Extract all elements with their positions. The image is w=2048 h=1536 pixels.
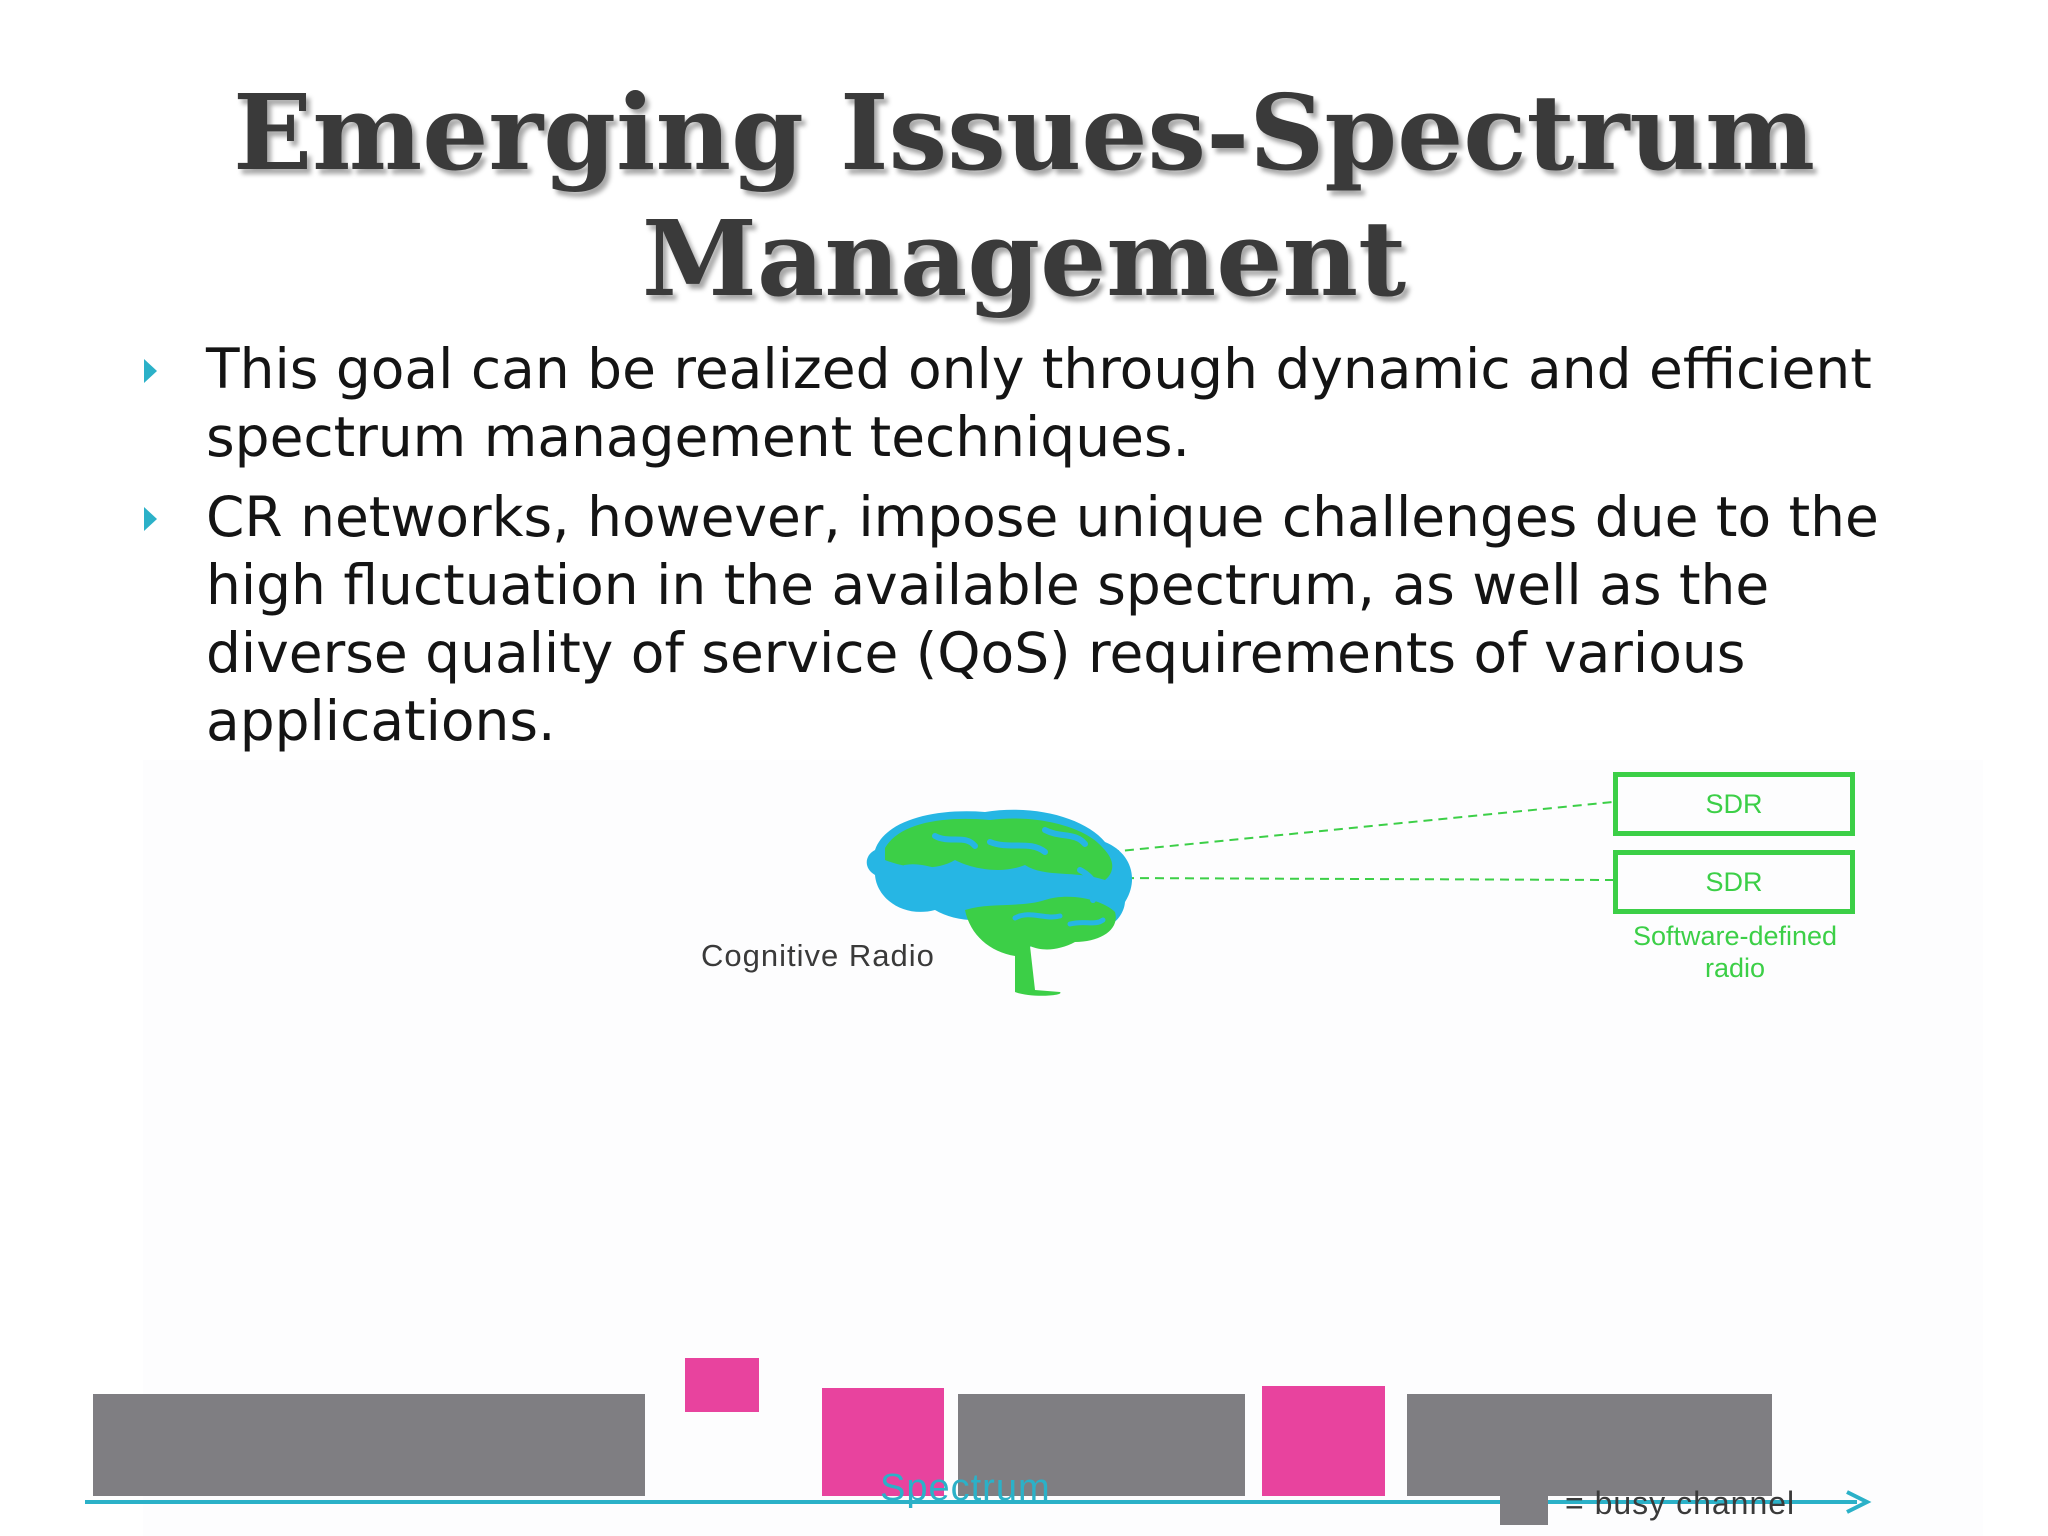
spectrum-opportunity-block: [822, 1388, 944, 1496]
spectrum-opportunity-block: [685, 1358, 759, 1412]
legend-text: = busy channel: [1565, 1485, 1796, 1521]
spectrum-axis-label: Spectrum: [880, 1467, 1051, 1509]
bullet-arrow-icon: [144, 507, 157, 531]
bullet-text: This goal can be realized only through d…: [206, 337, 1872, 469]
sdr-caption-line: Software-defined: [1632, 921, 1838, 951]
sdr-caption-line: radio: [1704, 953, 1766, 983]
cognitive-radio-label: Cognitive Radio: [701, 938, 935, 973]
slide-title: Emerging Issues-Spectrum Management: [232, 71, 1816, 320]
bullet-arrow-icon: [144, 359, 157, 383]
sdr-box: SDR: [1613, 850, 1855, 914]
bullet-list: This goal can be realized only through d…: [140, 335, 1940, 767]
brain-icon: [866, 809, 1133, 996]
busy-channel-block: [93, 1394, 645, 1496]
spectrum-arrow-icon: [85, 1490, 1872, 1514]
spectrum-opportunity-block: [1262, 1386, 1385, 1496]
figure-graphics: [85, 801, 1872, 1514]
bullet-text: CR networks, however, impose unique chal…: [206, 485, 1879, 753]
busy-channel-block: [1407, 1394, 1772, 1496]
spectrum-figure: Cognitive Radio SDR SDR Software-defined…: [85, 760, 1985, 1536]
sdr-caption: Software-defined radio: [1565, 920, 1905, 984]
bullet-item: This goal can be realized only through d…: [140, 335, 1940, 471]
legend-swatch: [1500, 1493, 1548, 1525]
sdr-box: SDR: [1613, 772, 1855, 836]
connector-line-bottom: [1109, 877, 1614, 881]
busy-channel-block: [958, 1394, 1245, 1496]
bullet-item: CR networks, however, impose unique chal…: [140, 483, 1940, 755]
connector-line-top: [1109, 801, 1614, 853]
